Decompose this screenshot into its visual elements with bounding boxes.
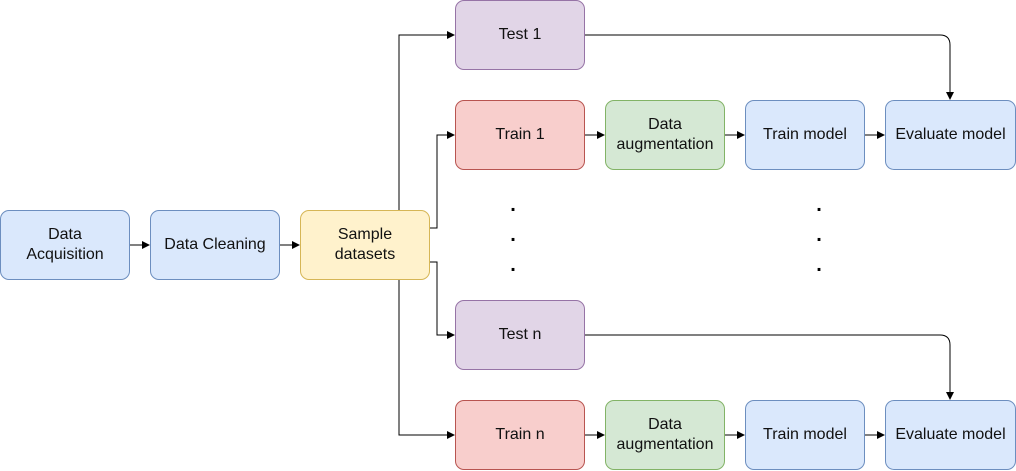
node-data-augmentation-1: Data augmentation	[605, 100, 725, 170]
node-data-cleaning: Data Cleaning	[150, 210, 280, 280]
arrow-sample-to-test-1	[398, 31, 455, 210]
node-sample-datasets: Sample datasets	[300, 210, 430, 280]
node-train-model-1: Train model	[745, 100, 865, 170]
node-train-model-n: Train model	[745, 400, 865, 470]
node-data-acquisition: Data Acquisition	[0, 210, 130, 280]
arrow-sample-to-train-1	[430, 131, 455, 229]
arrow-test-1-to-evaluate-1	[585, 34, 954, 100]
arrow-sample-to-test-n	[430, 261, 455, 339]
node-test-n: Test n	[455, 300, 585, 370]
ellipsis-right: . . .	[816, 194, 822, 276]
node-train-n: Train n	[455, 400, 585, 470]
ellipsis-left: . . .	[510, 194, 516, 276]
arrow-test-n-to-evaluate-n	[585, 334, 954, 400]
node-evaluate-model-n: Evaluate model	[885, 400, 1016, 470]
node-train-1: Train 1	[455, 100, 585, 170]
arrow-sample-to-train-n	[398, 280, 455, 439]
node-data-augmentation-n: Data augmentation	[605, 400, 725, 470]
node-test-1: Test 1	[455, 0, 585, 70]
node-evaluate-model-1: Evaluate model	[885, 100, 1016, 170]
